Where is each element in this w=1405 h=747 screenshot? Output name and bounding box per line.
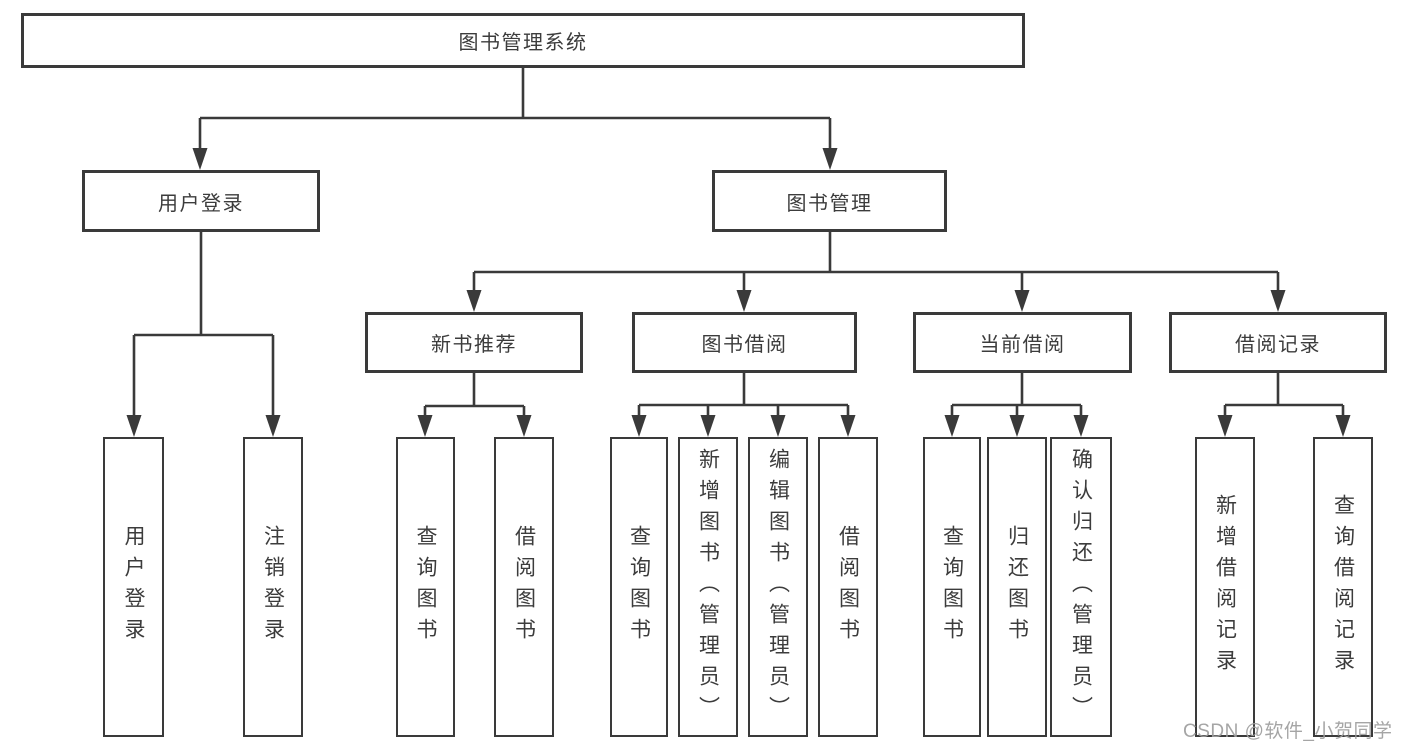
node-borrow-records: 借阅记录 [1169,312,1387,373]
node-root-system-label: 图书管理系统 [458,32,588,54]
edge-book-borrow-children [631,373,856,437]
leaf-records-add-record: 新增借阅记录 [1195,437,1255,737]
leaf-borrow-borrow-books-label: 借阅图书 [836,525,860,649]
node-borrow-records-label: 借阅记录 [1235,334,1321,356]
node-new-book-recommend: 新书推荐 [365,312,583,373]
edge-book-management-children [466,231,1286,312]
leaf-records-query-record-label: 查询借阅记录 [1331,494,1355,680]
node-root-system: 图书管理系统 [21,13,1025,68]
leaf-borrow-edit-books-admin-label: 编辑图书（管理员） [766,447,790,727]
edge-new-book-children [417,373,532,437]
leaf-user-login: 用户登录 [103,437,164,737]
leaf-current-query-books-label: 查询图书 [940,525,964,649]
edge-root-to-level2 [192,68,838,170]
leaf-records-add-record-label: 新增借阅记录 [1213,494,1237,680]
leaf-newrec-borrow-books-label: 借阅图书 [512,525,536,649]
leaf-current-confirm-return-admin-label: 确认归还（管理员） [1069,447,1093,727]
node-new-book-recommend-label: 新书推荐 [431,334,517,356]
leaf-current-confirm-return-admin: 确认归还（管理员） [1050,437,1112,737]
node-current-borrow: 当前借阅 [913,312,1132,373]
leaf-newrec-query-books-label: 查询图书 [414,525,437,649]
node-user-login: 用户登录 [82,170,320,232]
leaf-borrow-query-books: 查询图书 [610,437,668,737]
leaf-logout-login: 注销登录 [243,437,303,737]
node-user-login-label: 用户登录 [158,192,244,215]
edge-user-login-children [126,231,281,437]
leaf-borrow-add-books-admin: 新增图书（管理员） [678,437,738,737]
node-book-management-label: 图书管理 [786,192,873,215]
leaf-borrow-borrow-books: 借阅图书 [818,437,878,737]
leaf-borrow-add-books-admin-label: 新增图书（管理员） [696,447,720,727]
leaf-newrec-query-books: 查询图书 [396,437,455,737]
leaf-logout-login-label: 注销登录 [261,525,285,649]
leaf-borrow-edit-books-admin: 编辑图书（管理员） [748,437,808,737]
node-book-management: 图书管理 [712,170,947,232]
leaf-current-query-books: 查询图书 [923,437,981,737]
edge-borrow-records-children [1217,373,1351,437]
leaf-records-query-record: 查询借阅记录 [1313,437,1373,737]
leaf-current-return-books: 归还图书 [987,437,1047,737]
leaf-user-login-label: 用户登录 [122,525,145,649]
edge-current-borrow-children [944,373,1089,437]
node-current-borrow-label: 当前借阅 [979,334,1066,356]
leaf-current-return-books-label: 归还图书 [1005,525,1029,649]
leaf-borrow-query-books-label: 查询图书 [627,525,651,649]
csdn-watermark: CSDN @软件_小贺同学 [1183,721,1393,742]
node-book-borrow-label: 图书借阅 [701,334,788,356]
node-book-borrow: 图书借阅 [632,312,857,373]
leaf-newrec-borrow-books: 借阅图书 [494,437,554,737]
